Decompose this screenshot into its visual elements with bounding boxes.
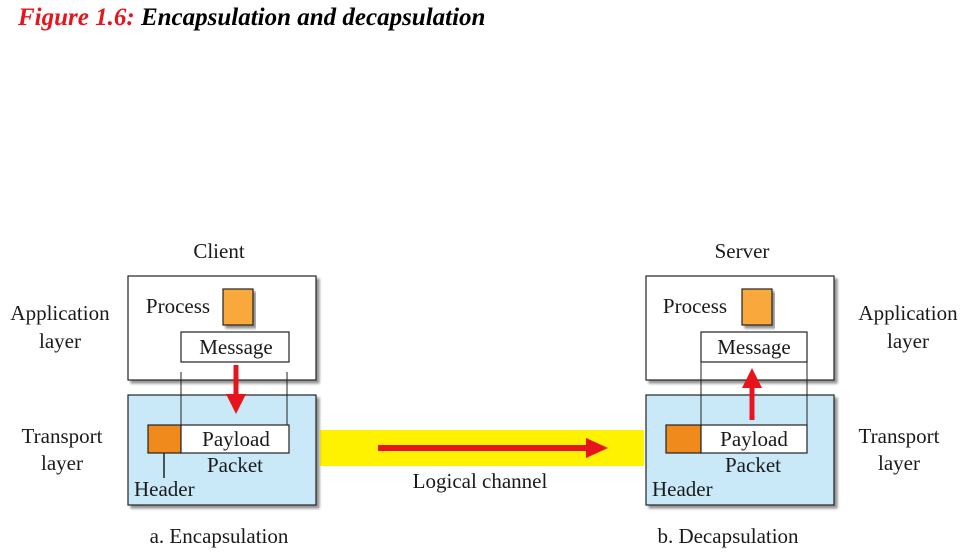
client-label: Client (193, 239, 244, 263)
server-message-label: Message (717, 335, 790, 359)
client-packet-label: Packet (207, 453, 263, 477)
server-up-arrowhead (742, 368, 762, 388)
client-header-label: Header (134, 477, 195, 501)
server-label: Server (715, 239, 770, 263)
server-payload-box (700, 424, 808, 454)
server-transport-layer-label-2: layer (878, 451, 920, 475)
client-message-label: Message (199, 335, 272, 359)
figure-caption-title: Encapsulation and decapsulation (140, 4, 486, 31)
server-application-box (645, 275, 835, 381)
server-transport-layer-label-1: Transport (859, 424, 940, 448)
client-transport-layer-label-1: Transport (22, 424, 103, 448)
server-header-box (665, 424, 702, 454)
server-app-layer-label-1: Application (858, 301, 958, 325)
client-payload-label: Payload (202, 427, 270, 451)
client-down-arrowhead (226, 394, 246, 414)
client-app-layer-label-2: layer (39, 329, 81, 353)
client-process-label: Process (146, 294, 210, 318)
client-header-box (147, 424, 182, 454)
client-message-box (180, 331, 290, 363)
client-application-box (127, 275, 317, 381)
server-packet-label: Packet (725, 453, 781, 477)
logical-channel-arrowhead (586, 438, 608, 458)
client-caption: a. Encapsulation (150, 524, 289, 548)
client-app-layer-label-1: Application (10, 301, 110, 325)
server-process-icon (741, 288, 773, 326)
server-caption: b. Decapsulation (657, 524, 799, 548)
figure-title: Figure 1.6: Encapsulation and decapsulat… (18, 4, 485, 32)
client-transport-layer-label-2: layer (41, 451, 83, 475)
server-app-layer-label-2: layer (887, 329, 929, 353)
server-process-label: Process (663, 294, 727, 318)
server-payload-label: Payload (720, 427, 788, 451)
client-payload-box (180, 424, 290, 454)
client-process-icon (222, 288, 254, 326)
figure-number: Figure 1.6: (18, 4, 135, 31)
server-message-box (700, 331, 808, 363)
logical-channel-label: Logical channel (413, 469, 548, 493)
server-header-label: Header (652, 477, 713, 501)
